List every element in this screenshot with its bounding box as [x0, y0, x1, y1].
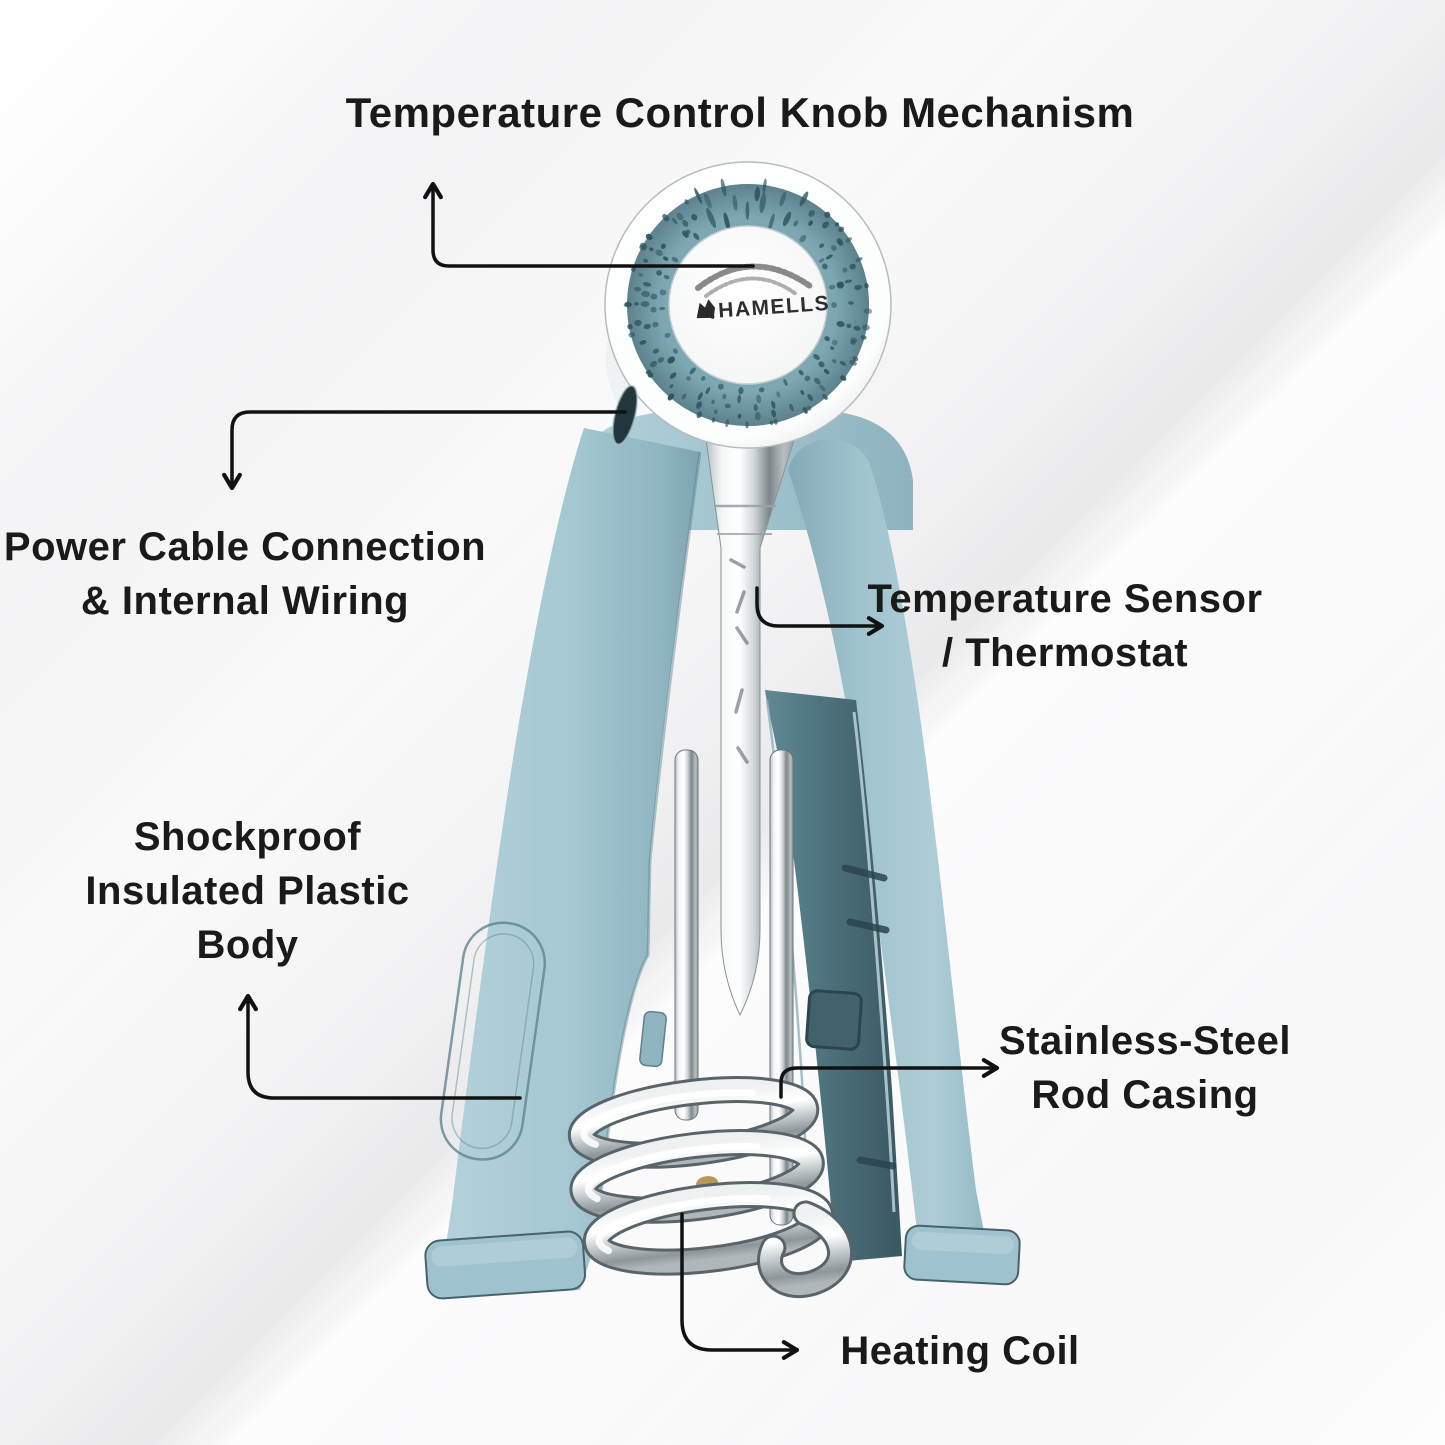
sensor-rod-casing: [705, 439, 795, 1017]
label-line: Rod Casing: [1031, 1073, 1259, 1117]
right-leg: [788, 439, 984, 1240]
label-stainless-rod: Stainless-Steel Rod Casing: [930, 1014, 1360, 1122]
callout-lines: [222, 181, 1000, 1360]
callout-line-body: [238, 993, 522, 1100]
label-power-cable: Power Cable Connection & Internal Wiring: [0, 520, 490, 628]
left-leg: [440, 428, 700, 1296]
callout-line-coil: [680, 1212, 800, 1360]
label-line: / Thermostat: [941, 631, 1189, 675]
label-line: Power Cable Connection: [3, 525, 487, 569]
grip-ribs: [841, 864, 897, 1170]
callout-line-sensor: [755, 586, 885, 636]
label-line: & Internal Wiring: [80, 579, 410, 623]
callout-line-power: [222, 410, 627, 491]
heating-coil: [567, 1076, 853, 1298]
right-foot-cap: [903, 1224, 1021, 1286]
brand-logo-icon: [696, 299, 716, 319]
label-line: Shockproof: [133, 815, 362, 859]
steel-tube-left: [674, 749, 699, 1121]
grip-block: [805, 989, 863, 1051]
label-line: Heating Coil: [840, 1329, 1080, 1373]
left-inner-tab: [639, 1010, 667, 1068]
label-line: Temperature Control Knob Mechanism: [345, 89, 1135, 136]
label-temperature-control-knob: Temperature Control Knob Mechanism: [190, 84, 1290, 142]
callout-line-knob: [423, 181, 755, 268]
callout-line-rod: [779, 1058, 1000, 1099]
control-knob: HAMELLS: [604, 161, 892, 449]
label-shockproof-body: Shockproof Insulated Plastic Body: [35, 810, 460, 972]
label-line: Insulated Plastic: [85, 869, 410, 913]
rod-markings: [729, 558, 749, 764]
label-heating-coil: Heating Coil: [810, 1324, 1110, 1378]
dial-dot-texture: [623, 178, 873, 429]
label-line: Stainless-Steel: [998, 1019, 1292, 1063]
left-foot-cap: [424, 1230, 587, 1300]
label-line: Body: [196, 923, 299, 967]
left-leg-groove: [439, 921, 547, 1161]
label-temperature-sensor: Temperature Sensor / Thermostat: [855, 572, 1275, 680]
coil-end-hook: [757, 1200, 853, 1298]
label-line: Temperature Sensor: [867, 577, 1263, 621]
